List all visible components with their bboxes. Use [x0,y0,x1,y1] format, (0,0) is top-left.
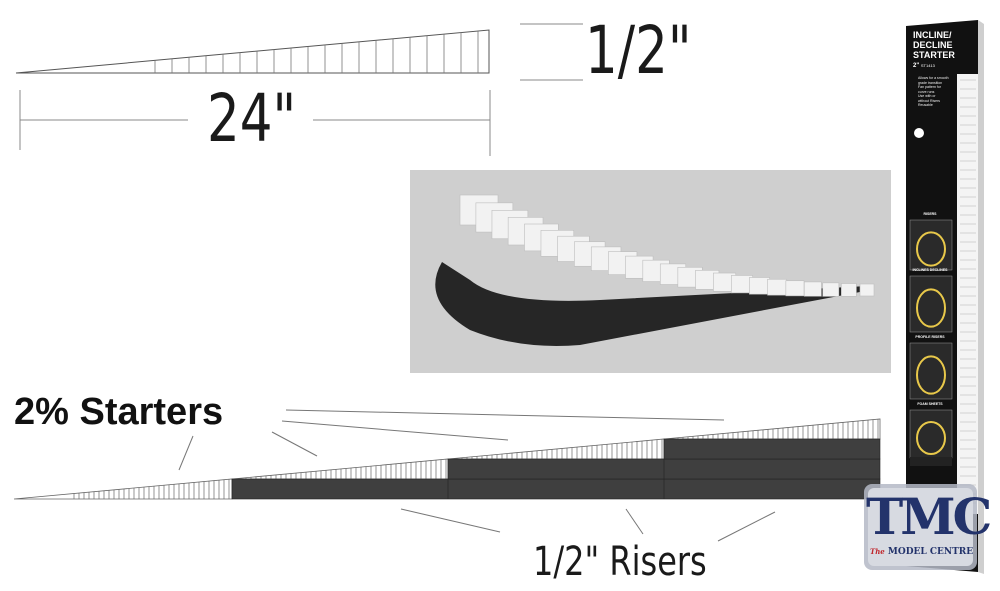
box-panel-caption: PROFILE RISERS [915,335,945,339]
box-picture-panel [909,409,953,459]
box-size-value: 2" [913,63,920,69]
height-dimension-guides [520,23,583,81]
box-panel-track [916,288,946,328]
riser-block-3 [663,438,881,460]
foam-segment [749,277,770,295]
box-title-line-2: DECLINE [913,40,953,50]
foam-segment [803,281,822,297]
tmc-logo-letters: TMC [866,487,992,546]
box-bullet: without Risers [918,98,940,103]
risers-callout-lines [400,508,776,542]
tmc-logo-mark [864,484,977,570]
box-product-code: ST1413 [920,63,935,68]
box-panel-caption: FOAM SHEETS [917,402,943,406]
box-bullet: Allows for a smooth [918,76,949,80]
box-panel-caption: INCLINES DECLINES [912,268,948,272]
product-box-title: INCLINE/ DECLINE STARTER [913,30,955,60]
box-title-line-1: INCLINE/ [913,30,952,40]
height-dimension-label: 1/2" [585,12,692,89]
starters-label: 2% Starters [14,391,224,433]
roadbed-base [435,262,868,346]
box-bullet: Reusable [918,103,933,107]
tmc-logo-name: The MODEL CENTRE [870,547,974,557]
foam-segment [785,280,805,297]
box-bullet: Fan pattern for [918,85,941,89]
tmc-logo-prefix: The [870,547,885,556]
product-box [906,20,984,574]
product-box-size: 2" ST1413 [913,62,935,70]
tmc-logo-name-text: MODEL CENTRE [887,547,974,557]
foam-segment [767,278,788,296]
length-dimension-line [19,90,491,156]
box-bullet: curve runs [918,89,935,94]
box-panel-track [916,231,946,267]
curved-starter-photo [410,170,891,373]
box-panel-caption: RISERS [923,212,937,216]
box-title-line-3: STARTER [913,50,955,60]
foam-segment [859,283,875,297]
product-box-bullets: Allows for a smooth grade transition Fan… [918,76,949,108]
starters-callout-lines [178,409,725,471]
box-bullet: grade transition [918,80,943,85]
box-panel-track [916,421,946,455]
box-bullet: Use with or [918,94,936,98]
foam-segment [822,282,840,297]
riser-block-1 [231,478,881,500]
risers-label: 1/2" Risers [533,539,707,585]
top-starter-wedge [15,29,490,74]
riser-diagram [13,418,881,500]
box-picture-panel [909,219,953,271]
box-panel-track [916,355,946,395]
length-dimension-label: 24" [207,80,297,157]
foam-segment [841,283,857,297]
